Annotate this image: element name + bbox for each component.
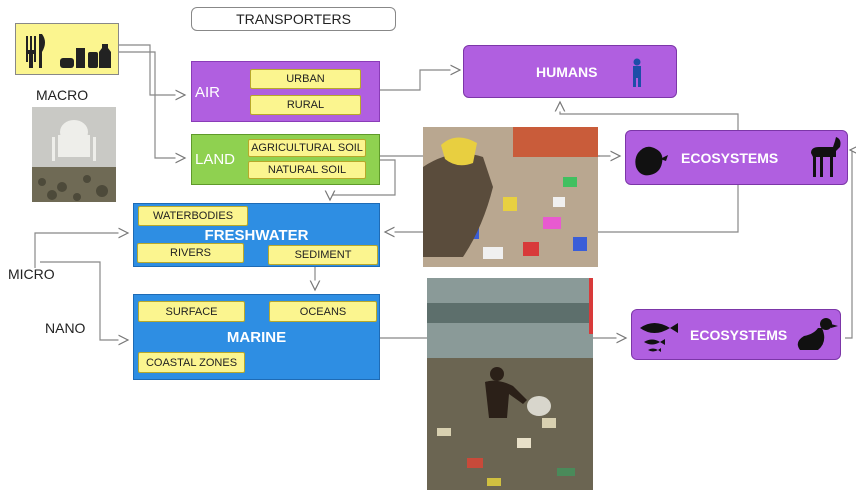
macro-label: MACRO	[36, 87, 89, 103]
land-item-natural-soil: NATURAL SOIL	[248, 161, 366, 179]
ecosystems-land-label: ECOSYSTEMS	[681, 150, 779, 166]
land-box: LAND AGRICULTURAL SOIL NATURAL SOIL	[191, 134, 380, 185]
ecosystems-marine-label: ECOSYSTEMS	[690, 327, 788, 343]
ecosystems-land-box: ECOSYSTEMS	[625, 130, 848, 185]
land-label: LAND	[195, 151, 236, 168]
nano-label: NANO	[45, 320, 86, 336]
freshwater-item-sediment: SEDIMENT	[268, 245, 378, 265]
marine-item-surface: SURFACE	[138, 301, 245, 322]
humans-box: HUMANS	[463, 45, 677, 98]
ocean-waste-photo	[427, 278, 593, 490]
ecosystems-marine-box: ECOSYSTEMS	[631, 309, 841, 360]
macro-plastics-icons	[15, 23, 119, 75]
freshwater-box: FRESHWATER WATERBODIES RIVERS SEDIMENT	[133, 203, 380, 267]
land-item-agricultural-soil: AGRICULTURAL SOIL	[248, 139, 366, 157]
marine-item-oceans: OCEANS	[269, 301, 377, 322]
air-item-urban: URBAN	[250, 69, 361, 89]
micro-label: MICRO	[8, 266, 55, 282]
landfill-photo	[32, 107, 116, 202]
freshwater-label: FRESHWATER	[204, 227, 309, 244]
marine-item-coastal-zones: COASTAL ZONES	[138, 352, 245, 373]
fish-icon	[640, 323, 678, 352]
food-packaging-icon	[26, 34, 111, 68]
goat-icon	[811, 137, 841, 177]
duck-icon	[797, 318, 838, 350]
transporters-title: TRANSPORTERS	[191, 7, 396, 31]
air-label: AIR	[195, 84, 221, 101]
person-icon	[633, 58, 641, 87]
sloth-icon	[635, 146, 668, 176]
marine-label: MARINE	[226, 329, 287, 346]
air-box: AIR URBAN RURAL	[191, 61, 380, 122]
freshwater-item-waterbodies: WATERBODIES	[138, 206, 248, 226]
humans-label: HUMANS	[536, 64, 598, 80]
cow-garbage-photo	[423, 127, 598, 267]
air-item-rural: RURAL	[250, 95, 361, 115]
marine-box: MARINE SURFACE OCEANS COASTAL ZONES	[133, 294, 380, 380]
freshwater-item-rivers: RIVERS	[137, 243, 244, 263]
